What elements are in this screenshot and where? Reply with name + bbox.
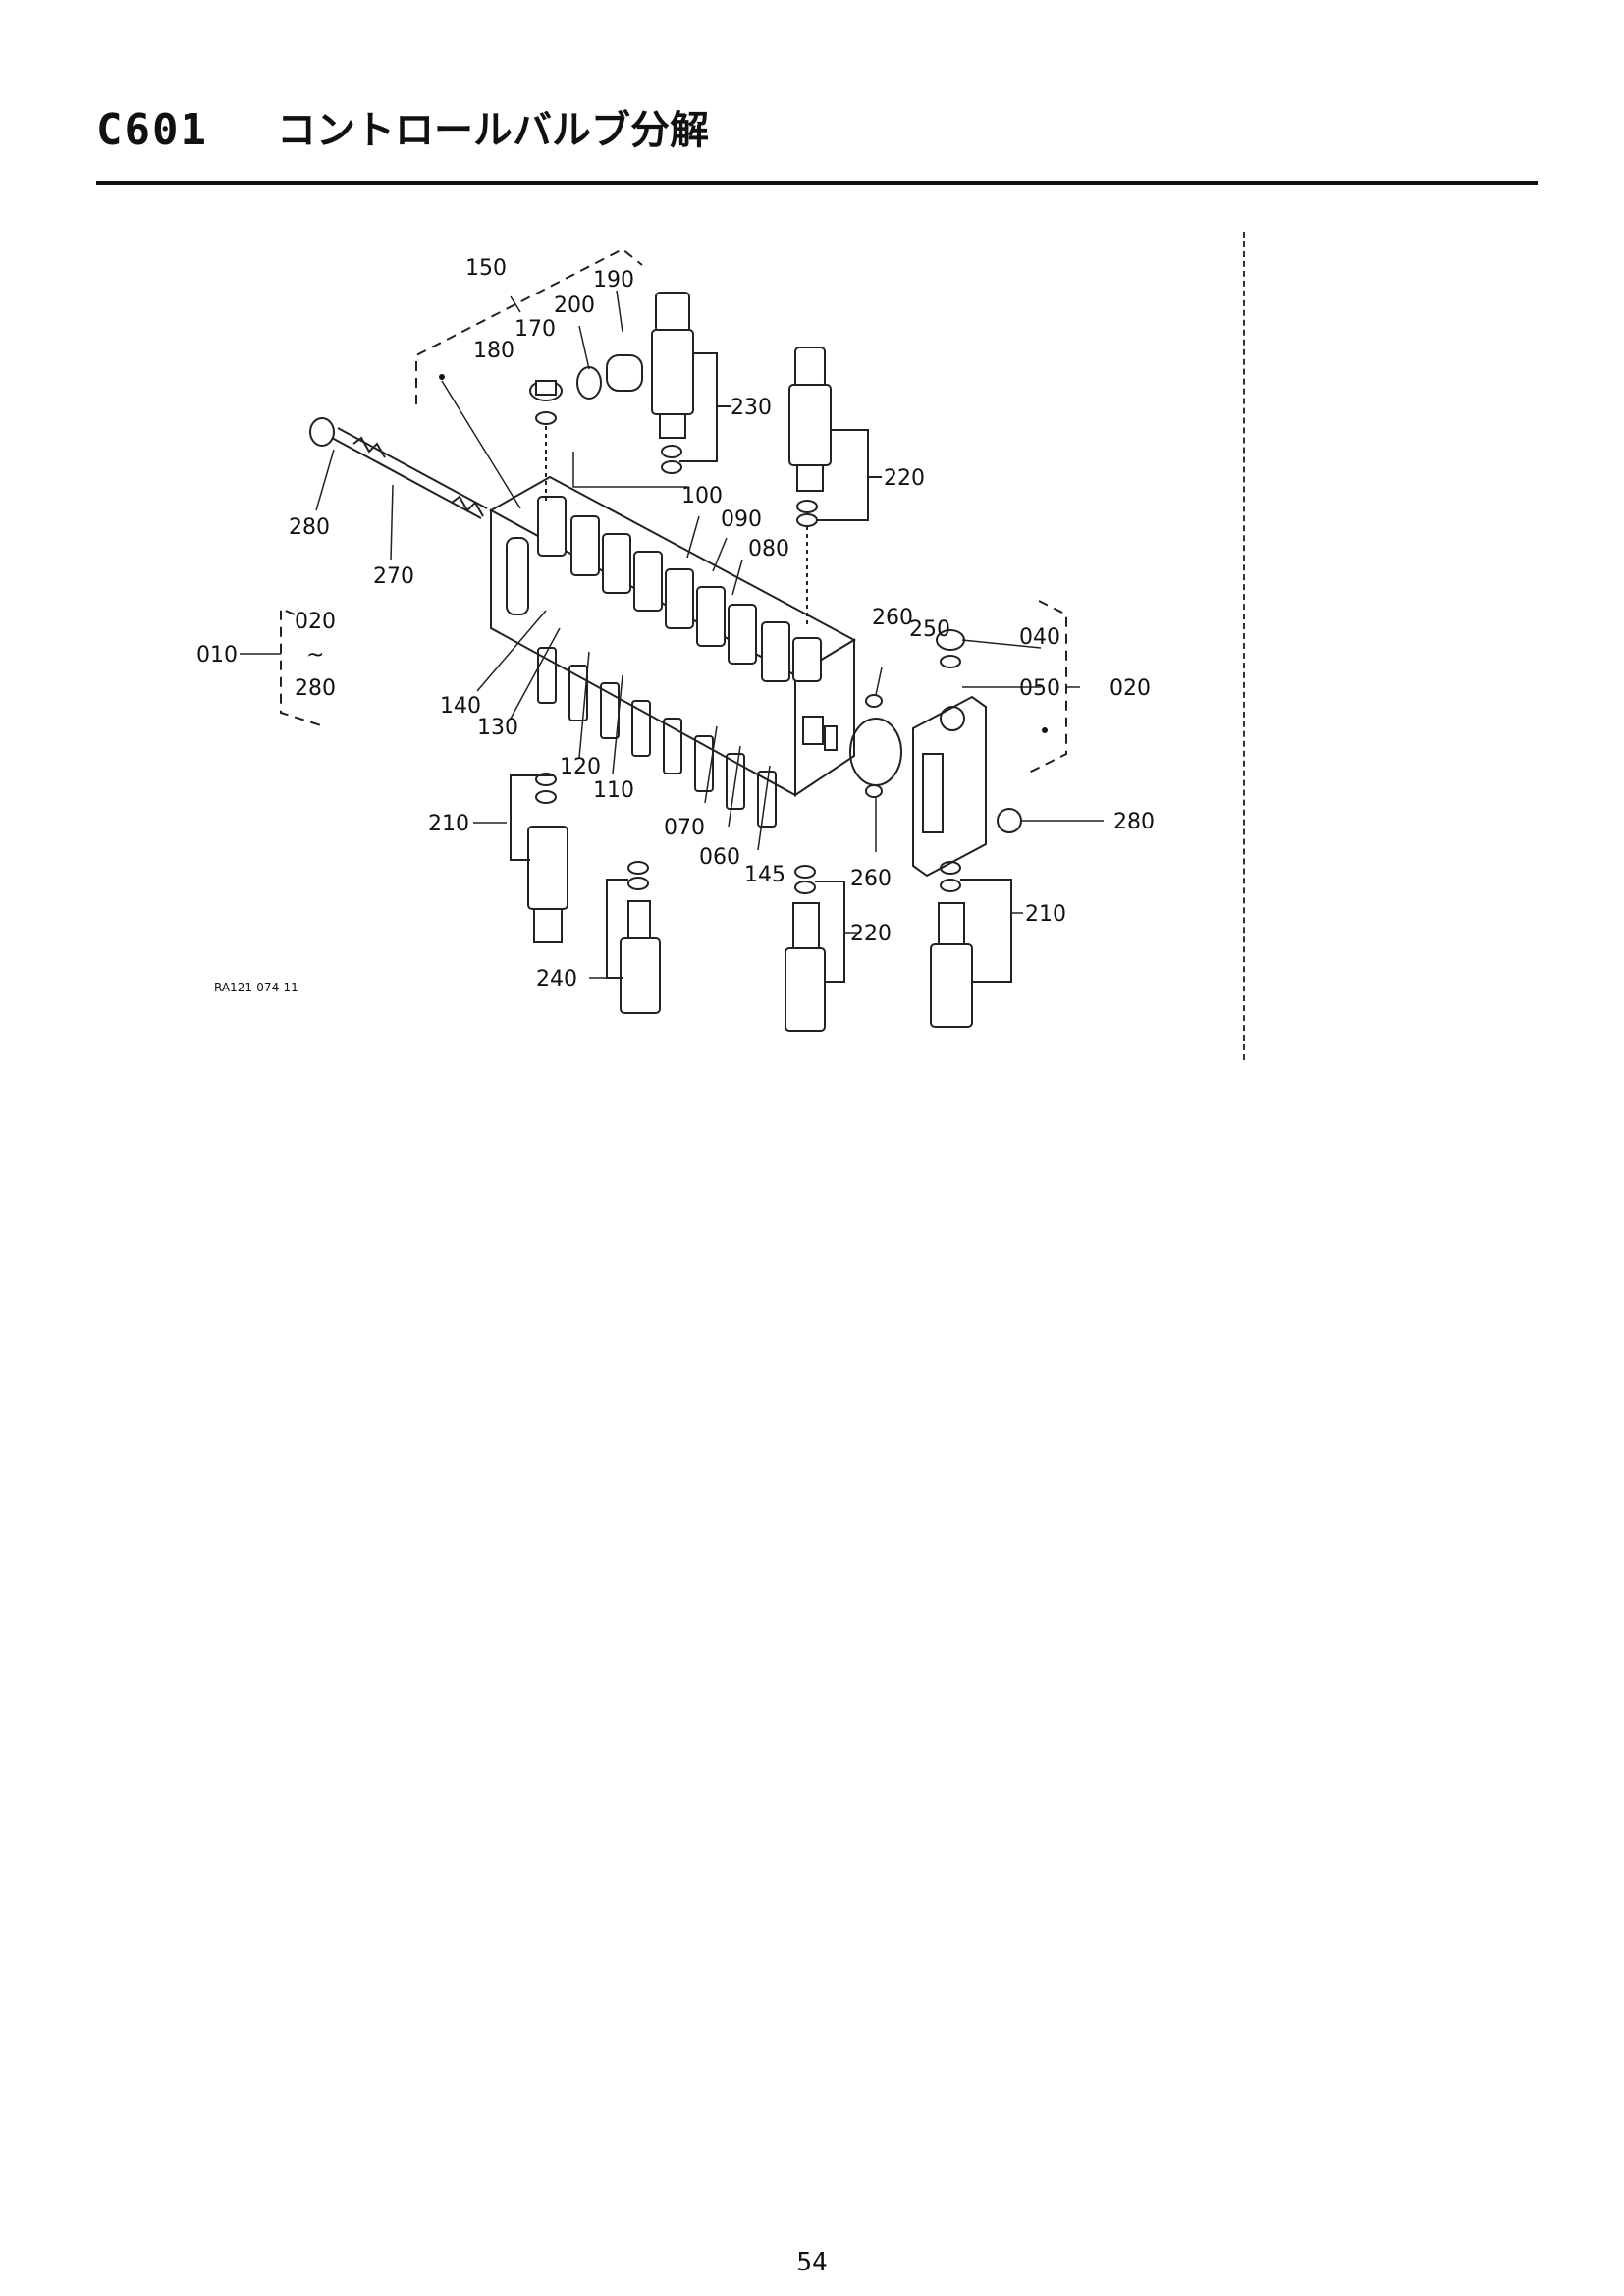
top-seals [529, 354, 643, 501]
relief-valve-230 [651, 292, 731, 474]
section-title: コントロールバルブ分解 [276, 108, 709, 153]
spool-lower-ends [537, 647, 777, 828]
callout-070: 070 [664, 816, 705, 840]
reference-dots [439, 374, 1048, 733]
callout-190: 190 [593, 268, 634, 293]
callout-260-bottom: 260 [850, 867, 892, 891]
callout-220-top: 220 [884, 466, 925, 491]
callout-020-cover: 020 [1110, 676, 1151, 701]
callout-145: 145 [744, 863, 785, 887]
tie-rod-270 [309, 417, 488, 519]
section-code: C601 [96, 105, 208, 155]
relief-valve-220-top [788, 347, 882, 628]
callout-120: 120 [560, 755, 601, 779]
callout-110: 110 [593, 778, 634, 803]
group-010-bracket [280, 607, 325, 727]
callout-150: 150 [465, 256, 507, 281]
callout-280-cover: 280 [1113, 810, 1155, 834]
callout-labels: 010 020 ~ 280 280 270 150 190 200 170 18… [196, 256, 1155, 991]
callout-250: 250 [909, 617, 950, 642]
callout-060: 060 [699, 845, 740, 870]
callout-010: 010 [196, 643, 238, 667]
callout-020-group: 020 [295, 610, 336, 634]
callout-200: 200 [554, 294, 595, 318]
callout-260-top: 260 [872, 606, 913, 630]
callout-280-nut: 280 [289, 515, 330, 540]
page-header: C601 コントロールバルブ分解 [96, 96, 709, 155]
callout-140: 140 [440, 694, 481, 719]
valve-spools [537, 496, 822, 682]
callout-050: 050 [1019, 676, 1060, 701]
callout-180: 180 [473, 339, 514, 363]
page-divider-line [1243, 232, 1245, 1060]
relief-valve-220-bottom [785, 865, 845, 1032]
callout-220-bottom: 220 [850, 922, 892, 946]
callout-170: 170 [514, 317, 556, 342]
callout-240: 240 [536, 967, 577, 991]
relief-valve-240 [606, 861, 661, 1014]
group-020-bracket [1026, 600, 1067, 774]
callout-040: 040 [1019, 625, 1060, 650]
callout-270: 270 [373, 564, 414, 589]
callout-280-group: 280 [295, 676, 336, 701]
callout-100: 100 [681, 484, 723, 508]
page-number: 54 [796, 2248, 828, 2277]
callout-130: 130 [477, 716, 518, 740]
callout-210-right: 210 [1025, 902, 1066, 927]
relief-valve-210-right [930, 861, 1012, 1028]
figure-reference: RA121-074-11 [214, 981, 298, 994]
group-150-outline [415, 247, 643, 404]
relief-valve-210-left [510, 773, 568, 943]
leader-lines [240, 290, 1104, 979]
callout-tilde: ~ [306, 643, 324, 667]
callout-210-left: 210 [428, 812, 469, 836]
callout-090: 090 [721, 507, 762, 532]
callout-230: 230 [731, 396, 772, 420]
callout-080: 080 [748, 537, 789, 561]
header-rule [96, 181, 1538, 185]
